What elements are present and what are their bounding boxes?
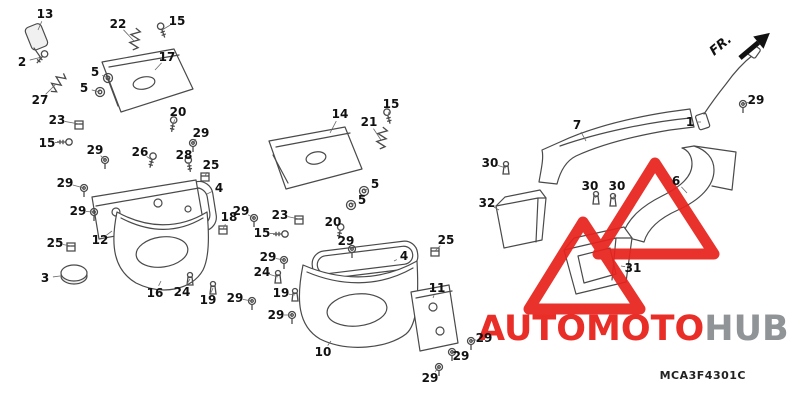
part-32-duct-small xyxy=(495,189,547,249)
watermark-text: AUTOMOTOHUB xyxy=(478,312,789,347)
part-number-label-10: 10 xyxy=(314,345,332,359)
part-16-duct-case-left xyxy=(113,211,210,291)
part-number-label-11: 11 xyxy=(428,281,446,295)
part-number-label-30: 30 xyxy=(581,179,599,193)
part-number-label-25: 25 xyxy=(46,236,64,250)
part-number-label-12: 12 xyxy=(91,233,109,247)
part-number-label-32: 32 xyxy=(478,196,496,210)
part-number-label-29: 29 xyxy=(86,143,104,157)
watermark-text-automoto: AUTOMOTO xyxy=(478,309,705,349)
fr-arrow-icon xyxy=(753,32,770,49)
part-number-label-19: 19 xyxy=(272,286,290,300)
part-number-label-26: 26 xyxy=(131,145,149,159)
part-number-label-29: 29 xyxy=(192,126,210,140)
part-number-label-15: 15 xyxy=(382,97,400,111)
part-number-label-24: 24 xyxy=(173,285,191,299)
part-number-label-29: 29 xyxy=(259,250,277,264)
part-number-label-23: 23 xyxy=(271,208,289,222)
watermark-text-hub: HUB xyxy=(704,309,789,349)
part-number-label-22: 22 xyxy=(109,17,127,31)
part-number-label-15: 15 xyxy=(253,226,271,240)
part-number-label-15: 15 xyxy=(168,14,186,28)
part-number-label-7: 7 xyxy=(572,118,582,132)
fr-arrow-shaft xyxy=(738,40,760,60)
part-number-label-5: 5 xyxy=(357,193,367,207)
part-3-cap xyxy=(60,264,88,285)
watermark-triangle-small xyxy=(523,216,646,315)
part-number-label-28: 28 xyxy=(175,148,193,162)
part-number-label-20: 20 xyxy=(169,105,187,119)
part-number-label-25: 25 xyxy=(202,158,220,172)
part-number-label-29: 29 xyxy=(452,349,470,363)
part-7-air-duct-upper xyxy=(538,108,695,185)
part-number-label-5: 5 xyxy=(370,177,380,191)
part-number-label-17: 17 xyxy=(158,50,176,64)
part-number-label-15: 15 xyxy=(38,136,56,150)
part-number-label-29: 29 xyxy=(226,291,244,305)
part-number-label-6: 6 xyxy=(671,174,681,188)
part-17-cover-left xyxy=(101,48,194,113)
part-number-label-29: 29 xyxy=(747,93,765,107)
part-number-label-21: 21 xyxy=(360,115,378,129)
part-4-seal-middle xyxy=(311,240,419,280)
part-number-label-16: 16 xyxy=(146,286,164,300)
part-11-stay-bracket xyxy=(410,284,459,352)
part-number-label-23: 23 xyxy=(48,113,66,127)
diagram-code: MCA3F4301C xyxy=(659,369,746,382)
part-number-label-24: 24 xyxy=(253,265,271,279)
part-number-label-4: 4 xyxy=(399,249,409,263)
part-number-label-14: 14 xyxy=(331,107,349,121)
part-number-label-1: 1 xyxy=(685,115,695,129)
part-number-label-29: 29 xyxy=(69,204,87,218)
part-13-knob xyxy=(24,23,49,59)
part-number-label-29: 29 xyxy=(267,308,285,322)
part-number-label-29: 29 xyxy=(56,176,74,190)
part-number-label-25: 25 xyxy=(437,233,455,247)
part-number-label-2: 2 xyxy=(17,55,27,69)
part-number-label-20: 20 xyxy=(324,215,342,229)
part-number-label-5: 5 xyxy=(90,65,100,79)
part-number-label-27: 27 xyxy=(31,93,49,107)
part-number-label-30: 30 xyxy=(608,179,626,193)
part-number-label-13: 13 xyxy=(36,7,54,21)
part-number-label-30: 30 xyxy=(481,156,499,170)
watermark-triangle-large xyxy=(592,157,720,260)
part-number-label-29: 29 xyxy=(421,371,439,385)
part-number-label-5: 5 xyxy=(79,81,89,95)
part-10-duct-case-middle xyxy=(298,260,419,348)
part-number-label-31: 31 xyxy=(624,261,642,275)
part-number-label-29: 29 xyxy=(232,204,250,218)
part-number-label-3: 3 xyxy=(40,271,50,285)
part-number-label-4: 4 xyxy=(214,181,224,195)
part-number-label-29: 29 xyxy=(475,331,493,345)
part-number-label-29: 29 xyxy=(337,234,355,248)
part-number-label-19: 19 xyxy=(199,293,217,307)
part-number-label-18: 18 xyxy=(220,210,238,224)
watermark-triangle-logo xyxy=(523,157,720,315)
part-14-cover-middle xyxy=(268,126,363,190)
